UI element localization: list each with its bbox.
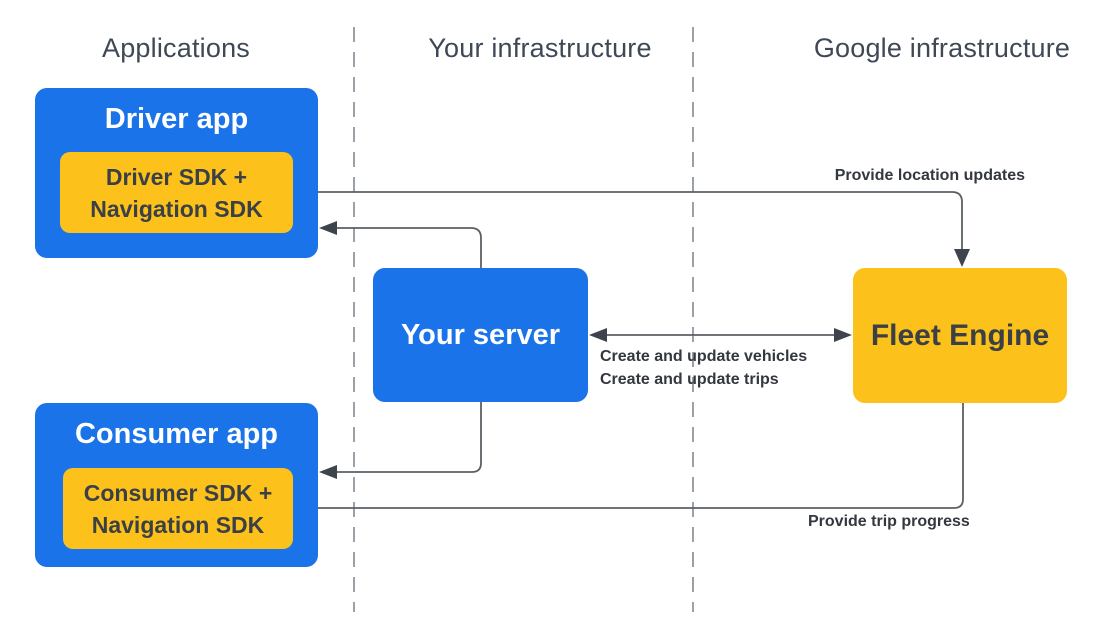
arrowhead-into-your-server bbox=[589, 328, 607, 342]
column-header-your-infrastructure: Your infrastructure bbox=[428, 33, 652, 63]
edge-server-to-driver-app bbox=[337, 227, 482, 268]
driver-app-title: Driver app bbox=[104, 103, 249, 135]
driver-sdk-line2: Navigation SDK bbox=[90, 195, 263, 222]
label-create-update-trips: Create and update trips bbox=[600, 371, 779, 388]
label-provide-location-updates: Provide location updates bbox=[834, 167, 1025, 184]
arrowhead-into-fleet-engine-left bbox=[834, 328, 852, 342]
driver-app-node: Driver app Driver SDK + Navigation SDK bbox=[35, 88, 318, 258]
column-header-google-infrastructure: Google infrastructure bbox=[813, 33, 1071, 63]
consumer-sdk-line1: Consumer SDK + bbox=[83, 479, 273, 506]
label-provide-trip-progress: Provide trip progress bbox=[808, 513, 970, 530]
driver-sdk-box: Driver SDK + Navigation SDK bbox=[60, 152, 293, 233]
fleet-engine-node: Fleet Engine bbox=[853, 268, 1067, 403]
column-header-applications: Applications bbox=[102, 33, 250, 63]
arrowhead-into-consumer-app bbox=[319, 465, 337, 479]
edge-server-to-consumer-app bbox=[337, 402, 482, 473]
consumer-sdk-line2: Navigation SDK bbox=[91, 511, 265, 538]
arrowhead-into-driver-app bbox=[319, 221, 337, 235]
arrowhead-into-fleet-engine bbox=[954, 249, 970, 267]
consumer-app-title: Consumer app bbox=[74, 418, 279, 450]
edge-provide-trip-progress bbox=[311, 403, 964, 509]
consumer-app-node: Consumer app Consumer SDK + Navigation S… bbox=[35, 403, 318, 567]
label-create-update-vehicles: Create and update vehicles bbox=[600, 348, 808, 365]
your-server-title: Your server bbox=[400, 319, 561, 351]
edge-provide-location-updates bbox=[293, 191, 963, 249]
consumer-sdk-box: Consumer SDK + Navigation SDK bbox=[63, 468, 293, 549]
your-server-node: Your server bbox=[373, 268, 588, 402]
fleet-engine-title: Fleet Engine bbox=[870, 318, 1050, 352]
driver-sdk-line1: Driver SDK + bbox=[105, 163, 248, 190]
